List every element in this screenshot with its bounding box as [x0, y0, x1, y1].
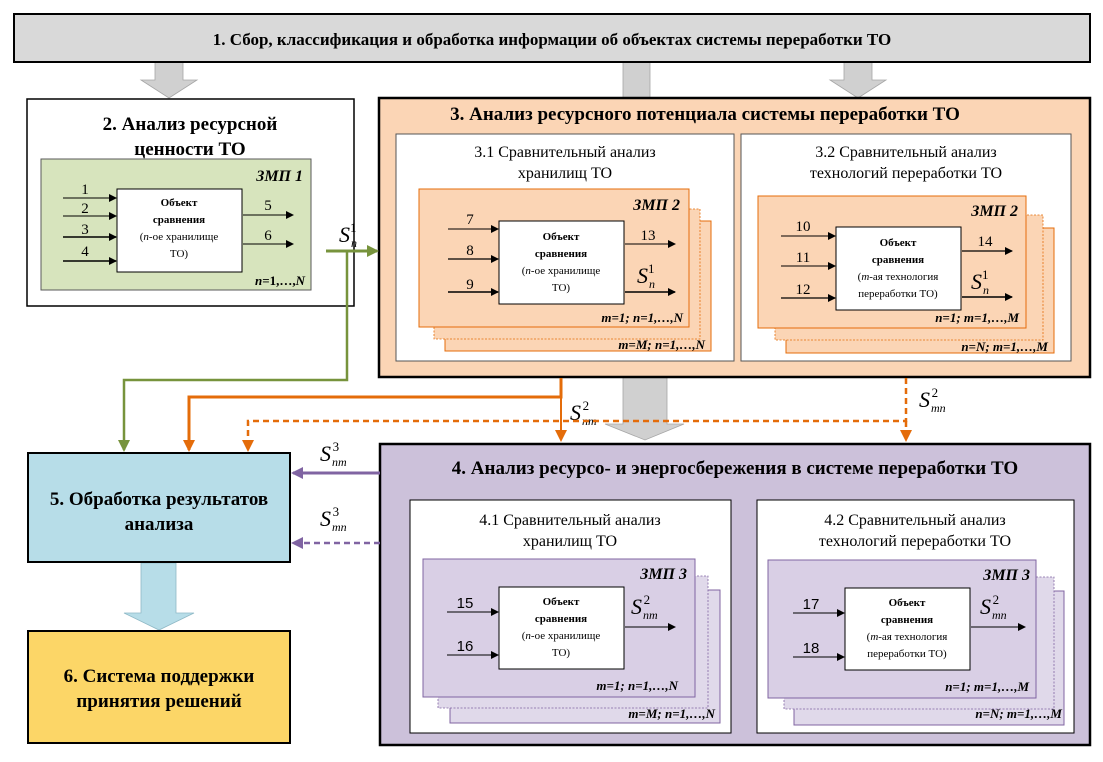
gray-arrow-to-block3-right	[828, 61, 888, 99]
block-5-title-line1: 5. Обработка результатов	[50, 489, 268, 510]
block-2-resource-value: 2. Анализ ресурсной ценности ТО ЗМП 1 Об…	[26, 98, 355, 307]
comparison-label: сравнения	[872, 254, 924, 266]
input-4: 4	[81, 244, 89, 260]
block-4-resource-energy-saving: 4. Анализ ресурсо- и энергосбережения в …	[378, 442, 1092, 747]
zmp1-range: n=1,…,N	[255, 273, 306, 288]
subblock-3-1-title-line1: 3.1 Сравнительный анализ	[474, 144, 655, 161]
comparison-label: сравнения	[535, 248, 587, 260]
range-back: m=M; n=1,…,N	[618, 337, 705, 352]
output-13: 13	[641, 228, 656, 244]
zmp1-panel: ЗМП 1 Объект сравнения (n-ое хранилище Т…	[40, 158, 312, 291]
object-label: Объект	[889, 597, 926, 609]
block-4-title: 4. Анализ ресурсо- и энергосбережения в …	[452, 458, 1018, 479]
subblock-3-1-storage-comparison: 3.1 Сравнительный анализ хранилищ ТО ЗМП…	[395, 133, 735, 362]
block-2-title-line2: ценности ТО	[134, 139, 245, 160]
range-front: n=1; m=1,…,M	[945, 679, 1029, 694]
comparison-label: сравнения	[881, 614, 933, 626]
gray-arrow-to-block2	[139, 61, 199, 99]
block-3-resource-potential: 3. Анализ ресурсного потенциала системы …	[377, 96, 1092, 379]
input-11: 11	[796, 250, 810, 266]
object-type: (n-ое хранилище	[522, 630, 601, 642]
subblock-4-2-title-line2: технологий переработки ТО	[819, 533, 1011, 550]
input-7: 7	[466, 212, 474, 228]
connector-s1n: Sn1	[118, 220, 379, 452]
input-9: 9	[466, 277, 474, 293]
subblock-4-1-title-line2: хранилищ ТО	[523, 533, 617, 550]
input-18: 18	[803, 640, 820, 657]
object-type: (m-ая технология	[858, 271, 939, 283]
output-s2mn: Smn2	[980, 592, 1007, 622]
range-back: n=N; m=1,…,M	[975, 706, 1062, 721]
block-1-title: 1. Сбор, классификация и обработка инфор…	[213, 30, 892, 49]
label-s2nm: Snm2	[570, 398, 597, 428]
object-type: (m-ая технология	[867, 631, 948, 643]
connector-s3nm: Snm3	[291, 439, 380, 479]
input-3: 3	[81, 222, 89, 238]
output-5: 5	[264, 198, 272, 214]
block-5-results-processing: 5. Обработка результатов анализа	[27, 452, 291, 563]
input-10: 10	[796, 219, 811, 235]
block-6-title-line2: принятия решений	[76, 691, 241, 712]
comparison-label: сравнения	[153, 214, 205, 226]
range-back: n=N; m=1,…,M	[961, 339, 1048, 354]
block-6-title-line1: 6. Система поддержки	[64, 666, 255, 687]
object-type-cont: ТО)	[170, 248, 189, 260]
object-type-cont: переработки ТО)	[858, 288, 938, 300]
zmp2-label: ЗМП 2	[632, 197, 680, 214]
object-type: (n-ое хранилище	[140, 231, 219, 243]
object-label: Объект	[161, 197, 198, 209]
output-14: 14	[978, 234, 994, 250]
subblock-3-1-title-line2: хранилищ ТО	[518, 165, 612, 182]
connector-s3mn: Smn3	[291, 504, 380, 549]
range-front: m=1; n=1,…,N	[596, 678, 678, 693]
subblock-3-2-technology-comparison: 3.2 Сравнительный анализ технологий пере…	[740, 133, 1072, 362]
label-s2mn: Smn2	[919, 385, 946, 415]
block-3-title: 3. Анализ ресурсного потенциала системы …	[450, 104, 960, 125]
input-2: 2	[81, 201, 89, 217]
connector-s2nm: Snm2	[183, 378, 597, 452]
block-2-title-line1: 2. Анализ ресурсной	[103, 114, 278, 135]
subblock-4-1-title-line1: 4.1 Сравнительный анализ	[479, 512, 660, 529]
range-front: n=1; m=1,…,M	[935, 310, 1019, 325]
object-type-cont: переработки ТО)	[867, 648, 947, 660]
input-17: 17	[803, 596, 820, 613]
input-12: 12	[796, 282, 811, 298]
output-s1n: Sn1	[971, 267, 989, 297]
label-s3nm: Snm3	[320, 439, 347, 469]
zmp3-label: ЗМП 3	[639, 566, 687, 583]
output-6: 6	[264, 228, 272, 244]
zmp2-label: ЗМП 2	[970, 203, 1018, 220]
object-label: Объект	[543, 231, 580, 243]
label-s3mn: Smn3	[320, 504, 347, 534]
object-type: (n-ое хранилище	[522, 265, 601, 277]
subblock-3-2-title-line1: 3.2 Сравнительный анализ	[815, 144, 996, 161]
input-16: 16	[457, 638, 474, 655]
subblock-4-1-storage-comparison: 4.1 Сравнительный анализ хранилищ ТО ЗМП…	[409, 499, 732, 734]
subblock-4-2-title-line1: 4.2 Сравнительный анализ	[824, 512, 1005, 529]
output-s1n: Sn1	[637, 261, 655, 291]
object-label: Объект	[880, 237, 917, 249]
range-back: m=M; n=1,…,N	[628, 706, 715, 721]
subblock-4-2-technology-comparison: 4.2 Сравнительный анализ технологий пере…	[756, 499, 1075, 734]
output-s2nm: Snm2	[631, 592, 658, 622]
block-5-title-line2: анализа	[125, 514, 194, 535]
blue-arrow-5-to-6	[123, 562, 195, 631]
gray-arrow-through-to-block4	[604, 61, 685, 441]
input-15: 15	[457, 595, 474, 612]
zmp3-label: ЗМП 3	[982, 567, 1030, 584]
input-8: 8	[466, 243, 474, 259]
object-label: Объект	[543, 596, 580, 608]
connector-s2mn: Smn2	[242, 378, 946, 452]
object-type-cont: ТО)	[552, 282, 571, 294]
label-s1n: Sn1	[339, 220, 357, 250]
comparison-label: сравнения	[535, 613, 587, 625]
zmp1-label: ЗМП 1	[255, 168, 303, 185]
block-6-decision-support: 6. Система поддержки принятия решений	[27, 630, 291, 744]
input-1: 1	[81, 182, 89, 198]
range-front: m=1; n=1,…,N	[601, 310, 683, 325]
block-1-data-collection: 1. Сбор, классификация и обработка инфор…	[13, 13, 1091, 63]
object-type-cont: ТО)	[552, 647, 571, 659]
subblock-3-2-title-line2: технологий переработки ТО	[810, 165, 1002, 182]
